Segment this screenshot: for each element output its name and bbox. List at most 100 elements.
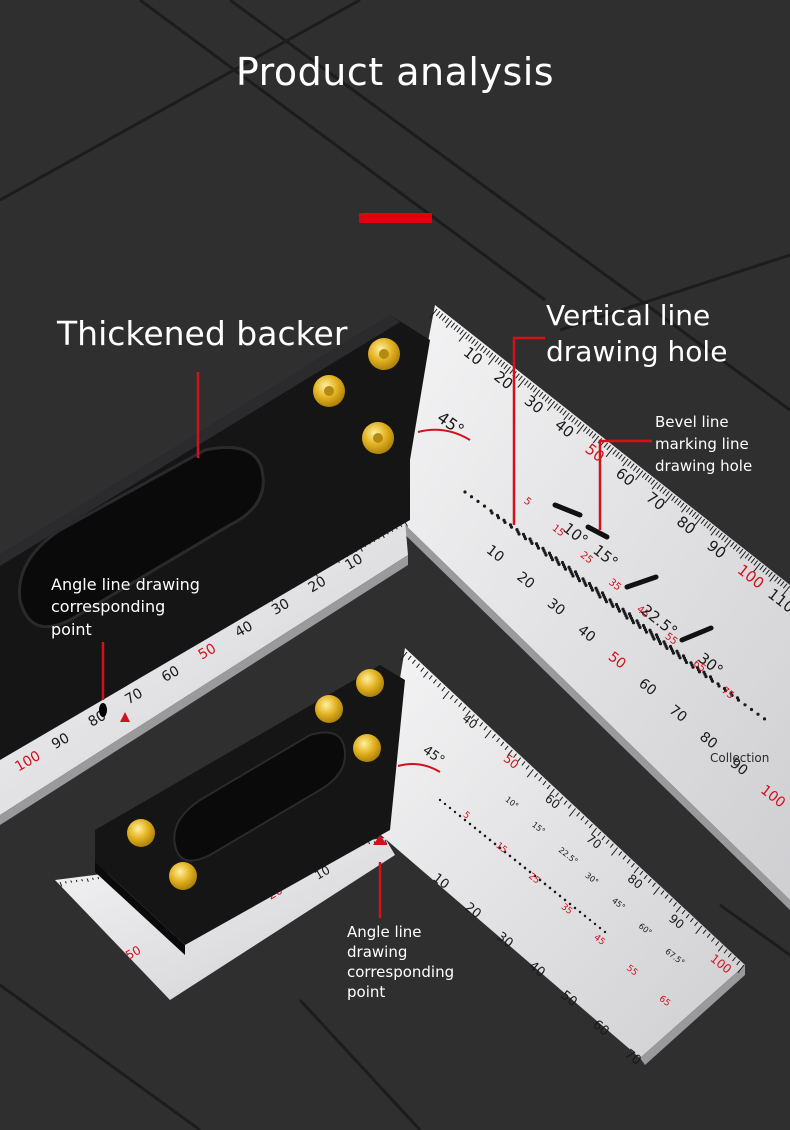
tick-mark	[665, 491, 670, 497]
drawing-hole	[518, 862, 522, 866]
tick-mark	[484, 729, 492, 739]
tick-mark	[453, 324, 458, 331]
drawing-hole	[598, 595, 602, 599]
tick-mark	[747, 555, 753, 561]
drawing-hole	[684, 660, 689, 665]
drawing-hole	[488, 838, 492, 842]
bevel-hole-leader	[598, 439, 652, 530]
tick-mark	[752, 562, 761, 573]
drawing-hole	[652, 637, 656, 641]
tick-mark	[621, 456, 626, 462]
tick-mark	[606, 444, 611, 451]
tick-mark	[591, 827, 597, 835]
tick-mark	[641, 472, 647, 478]
tick-mark	[507, 749, 513, 756]
tick-mark	[518, 375, 523, 381]
tick-mark	[504, 745, 509, 751]
tick-mark	[97, 876, 100, 880]
tick-mark	[629, 463, 635, 469]
drawing-hole	[625, 616, 629, 620]
drawing-hole	[743, 703, 747, 707]
tick-mark	[521, 761, 526, 766]
tick-mark	[500, 741, 505, 747]
leader-lines	[101, 336, 652, 918]
tick-mark	[777, 578, 782, 585]
angle-slot	[679, 625, 714, 643]
tick-mark	[609, 843, 614, 848]
drawing-hole	[533, 874, 537, 878]
drawing-hole	[469, 495, 474, 499]
tick-mark	[737, 964, 745, 974]
drawing-hole	[571, 574, 575, 578]
tick-mark	[482, 347, 488, 354]
scale-number: 70	[122, 685, 145, 708]
tick-mark	[444, 317, 450, 324]
tick-mark	[768, 571, 773, 578]
tick-mark	[450, 322, 456, 328]
tick-mark	[739, 551, 747, 559]
callout-bevel-line-hole: Bevel line marking line drawing hole	[655, 412, 752, 477]
tick-mark	[479, 722, 484, 727]
drawing-hole	[749, 707, 754, 712]
tick-mark	[563, 412, 570, 421]
tick-mark	[653, 886, 661, 895]
tick-mark	[639, 870, 644, 876]
tick-mark	[384, 839, 388, 845]
tick-mark	[475, 718, 480, 723]
tick-mark	[533, 389, 541, 398]
tick-mark	[588, 431, 594, 437]
drawing-hole	[517, 532, 521, 536]
drawing-hole	[658, 642, 663, 646]
drawing-hole	[496, 516, 501, 520]
drawing-hole	[573, 906, 577, 910]
tick-mark	[729, 541, 735, 548]
tick-mark	[659, 486, 664, 492]
scale-number: 40	[232, 618, 255, 641]
tick-mark	[735, 546, 741, 552]
drawing-hole	[704, 675, 708, 679]
tick-mark	[445, 320, 453, 328]
tick-mark	[753, 560, 759, 566]
tick-mark	[479, 345, 485, 351]
angle-slot	[552, 502, 583, 518]
large-backer	[0, 315, 430, 760]
drawing-hole	[691, 665, 695, 669]
drawing-hole	[438, 798, 442, 802]
tick-mark	[438, 313, 444, 319]
drawing-hole	[544, 553, 548, 557]
tick-mark	[709, 525, 714, 531]
tick-mark	[488, 354, 497, 365]
tick-mark	[538, 776, 543, 782]
title-accent-bar	[359, 213, 432, 223]
tick-mark	[559, 796, 564, 801]
tick-mark	[496, 737, 501, 743]
tick-mark	[442, 690, 450, 700]
drawing-hole	[490, 511, 494, 515]
tick-mark	[727, 952, 732, 958]
tick-mark	[662, 488, 667, 495]
tick-mark	[584, 819, 589, 825]
tick-mark	[685, 913, 690, 919]
tick-mark	[465, 334, 470, 340]
tick-mark	[542, 780, 547, 786]
tick-mark	[576, 812, 581, 817]
drawing-hole	[638, 625, 642, 630]
tick-mark	[674, 497, 679, 504]
drawing-hole	[558, 894, 562, 898]
tick-mark	[441, 686, 446, 692]
tick-mark	[694, 514, 700, 520]
drawing-hole	[550, 558, 555, 562]
tick-mark	[86, 878, 89, 882]
drawing-hole	[665, 646, 669, 651]
drawing-hole	[671, 651, 676, 655]
drawing-hole	[730, 693, 734, 698]
drawing-hole	[598, 926, 602, 930]
drawing-hole	[631, 621, 636, 625]
drawing-hole	[584, 583, 588, 588]
tick-mark	[612, 449, 617, 455]
tick-mark	[529, 384, 535, 391]
small-miter-arc	[397, 763, 441, 773]
